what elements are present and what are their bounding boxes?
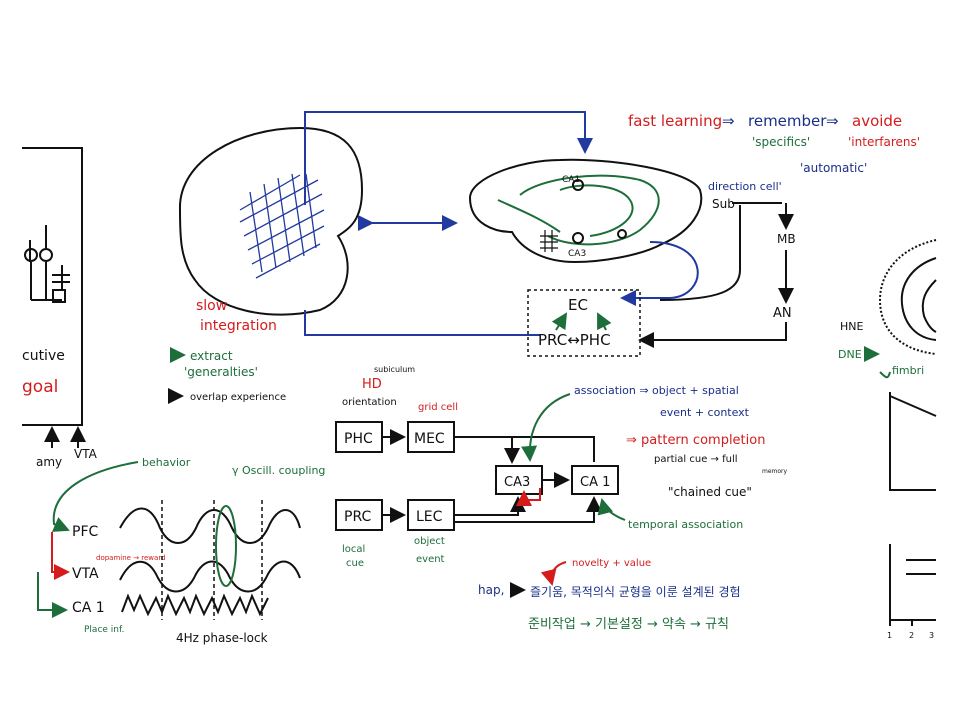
ca1-small-label: CA1 (562, 175, 580, 185)
fast-learning-label: fast learning (628, 112, 722, 130)
memory-label: memory (762, 468, 788, 475)
behavior-label: behavior (142, 456, 191, 469)
direction-cell-label: direction cell' (708, 180, 782, 193)
lec-box (407, 499, 455, 531)
hd-label: HD (362, 377, 382, 392)
mec-box-label: MEC (414, 431, 445, 447)
arrow-2: ⇒ (826, 112, 839, 130)
pattern-completion-label: ⇒ pattern completion (626, 433, 765, 448)
interfarens-label: 'interfarens' (848, 135, 920, 149)
phase-lock-label: 4Hz phase-lock (176, 631, 268, 645)
association-label: association ⇒ object + spatial (574, 384, 739, 397)
vta-label-left: VTA (74, 447, 98, 461)
ec-region-box (527, 289, 641, 357)
partial-cue-label: partial cue → full (654, 454, 738, 465)
fimbri-label: fimbri (892, 364, 924, 377)
coupling-ellipse (215, 505, 237, 587)
phc-box (335, 421, 383, 453)
specifics-label: 'specifics' (752, 135, 810, 149)
tick-1: 1 (887, 631, 892, 640)
left-label-2: goal (22, 377, 58, 397)
place-label: Place inf. (84, 625, 124, 635)
ca1-wave (121, 593, 269, 617)
cue-label: cue (346, 558, 364, 569)
dne-label: DNE (838, 348, 862, 361)
hippocampus-outline (468, 158, 703, 264)
ca3-box (495, 465, 543, 495)
mb-label: MB (777, 232, 796, 246)
phc-box-label: PHC (344, 431, 373, 447)
ca3-box-label: CA3 (504, 475, 530, 490)
prc-box (335, 499, 383, 531)
event-label: event (416, 554, 445, 565)
oscillation-panel: behavior γ Oscill. coupling PFC VTA CA 1… (37, 456, 325, 645)
brain-diagram: CA1 CA3 direction cell' Sub MB AN EC PRC… (168, 111, 796, 404)
an-label: AN (773, 306, 792, 321)
fast-learning: fast learning ⇒ remember ⇒ avoide 'speci… (628, 112, 920, 175)
extract-label: extract (190, 349, 233, 363)
ec-label: EC (568, 296, 588, 314)
dopamine-label: dopamine → reward (96, 554, 166, 562)
ca3-small-label: CA3 (568, 249, 586, 259)
ca1-box-label: CA 1 (580, 475, 610, 490)
korean-line-1: 즐기움, 목적의식 균형을 이룬 설계된 경험 (530, 585, 741, 599)
prc-box-label: PRC (344, 509, 371, 525)
chained-cue-label: "chained cue" (668, 485, 752, 499)
left-label-1: cutive (22, 348, 65, 364)
grid-cell-label: grid cell (418, 402, 458, 413)
ca1-box (571, 465, 619, 495)
arrow-1: ⇒ (722, 112, 735, 130)
overlap-label: overlap experience (190, 392, 286, 403)
vta-osc-label: VTA (72, 566, 99, 582)
amy-label: amy (36, 455, 62, 469)
temporal-association-label: temporal association (628, 518, 743, 531)
left-panel: cutive goal amy VTA (22, 147, 98, 469)
pfc-wave (119, 507, 301, 544)
remember-label: remember (748, 112, 827, 130)
ca1-osc-label: CA 1 (72, 600, 105, 616)
orientation-label: orientation (342, 397, 397, 408)
integration-label: integration (200, 318, 277, 334)
korean-line-2: 준비작업 → 기본설정 → 약속 → 규칙 (528, 617, 729, 632)
tick-3: 3 (929, 631, 934, 640)
lec-box-label: LEC (416, 509, 443, 525)
hap-label: hap, (478, 583, 504, 597)
cortex-shape (178, 126, 364, 316)
hne-label: HNE (840, 320, 864, 333)
object-label: object (414, 536, 445, 547)
generalties-label: 'generalties' (184, 365, 258, 379)
pfc-label: PFC (72, 524, 98, 540)
oscill-label: γ Oscill. coupling (232, 464, 325, 477)
korean-notes: hap, novelty + value 즐기움, 목적의식 균형을 이룬 설계… (478, 558, 741, 632)
sub-label: Sub (712, 197, 735, 211)
automatic-label: 'automatic' (800, 161, 867, 175)
subiculum-label: subiculum (374, 365, 415, 374)
cortex-grid (239, 173, 325, 279)
slow-label: slow (196, 298, 227, 314)
prc-phc-label: PRC↔PHC (538, 331, 611, 349)
event-context-label: event + context (660, 406, 750, 419)
right-panel: HNE DNE fimbri 1 2 3 (838, 239, 937, 640)
tick-2: 2 (909, 631, 914, 640)
vta-wave (119, 560, 301, 593)
local-label: local (342, 544, 365, 555)
novelty-label: novelty + value (572, 558, 651, 569)
circuit-diagram: subiculum HD orientation grid cell PHC M… (335, 365, 788, 569)
avoide-label: avoide (852, 112, 902, 130)
